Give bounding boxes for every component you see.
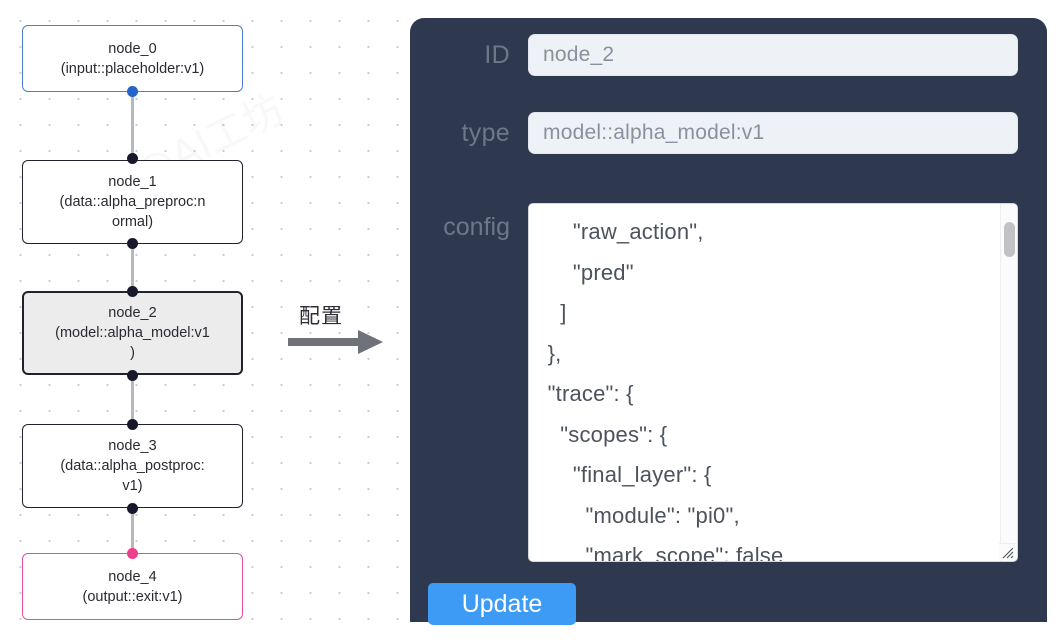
config-label: config bbox=[443, 213, 510, 241]
resize-grip-icon[interactable] bbox=[999, 543, 1016, 560]
field-row-config: config "raw_action", "pred" ] }, "trace"… bbox=[410, 203, 1047, 562]
graph-node-node_2[interactable]: node_2 (model::alpha_model:v1 ) bbox=[22, 291, 243, 375]
edge-node2-node3 bbox=[131, 374, 134, 422]
edge-node0-node1 bbox=[131, 90, 134, 160]
transition-label: 配置 bbox=[299, 304, 343, 328]
node-subtitle-cont: ormal) bbox=[111, 214, 154, 230]
config-textarea-content[interactable]: "raw_action", "pred" ] }, "trace": { "sc… bbox=[547, 219, 784, 561]
config-scrollbar[interactable] bbox=[1000, 204, 1017, 561]
node-subtitle-cont: v1) bbox=[122, 478, 143, 494]
node-subtitle: (input::placeholder:v1) bbox=[60, 60, 205, 77]
update-button[interactable]: Update bbox=[428, 583, 576, 625]
config-textarea[interactable]: "raw_action", "pred" ] }, "trace": { "sc… bbox=[528, 203, 1018, 562]
port-node_2-out[interactable] bbox=[127, 370, 138, 381]
graph-node-node_1[interactable]: node_1 (data::alpha_preproc:n ormal) bbox=[22, 160, 243, 244]
node-subtitle: (data::alpha_postproc: bbox=[60, 458, 205, 474]
field-row-type: type model::alpha_model:v1 bbox=[410, 112, 1047, 154]
port-node_0-out[interactable] bbox=[127, 86, 138, 97]
node-config-panel: ID node_2 type model::alpha_model:v1 con… bbox=[410, 18, 1047, 622]
node-title: node_1 bbox=[108, 174, 157, 190]
edge-node1-node2 bbox=[131, 243, 134, 291]
node-title: node_4 bbox=[108, 568, 157, 585]
node-graph: node_0 (input::placeholder:v1) node_1 (d… bbox=[0, 0, 400, 643]
node-subtitle-cont: ) bbox=[130, 345, 135, 361]
node-subtitle: (model::alpha_model:v1 bbox=[55, 325, 210, 341]
field-row-id: ID node_2 bbox=[410, 34, 1047, 76]
port-node_3-out[interactable] bbox=[127, 503, 138, 514]
graph-node-node_4[interactable]: node_4 (output::exit:v1) bbox=[22, 553, 243, 620]
type-input[interactable]: model::alpha_model:v1 bbox=[528, 112, 1018, 154]
node-subtitle: (data::alpha_preproc:n bbox=[59, 194, 206, 210]
port-node_4-in[interactable] bbox=[127, 548, 138, 559]
port-node_3-in[interactable] bbox=[127, 419, 138, 430]
id-input[interactable]: node_2 bbox=[528, 34, 1018, 76]
port-node_1-in[interactable] bbox=[127, 153, 138, 164]
config-scrollbar-thumb[interactable] bbox=[1004, 222, 1015, 257]
node-subtitle: (output::exit:v1) bbox=[82, 588, 183, 605]
graph-node-node_3[interactable]: node_3 (data::alpha_postproc: v1) bbox=[22, 424, 243, 508]
edge-node3-node4 bbox=[131, 508, 134, 550]
type-label: type bbox=[461, 118, 510, 147]
id-label: ID bbox=[484, 40, 510, 69]
node-title: node_0 bbox=[108, 40, 157, 57]
node-title: node_2 bbox=[108, 305, 157, 321]
node-title: node_3 bbox=[108, 438, 157, 454]
port-node_2-in[interactable] bbox=[127, 286, 138, 297]
port-node_1-out[interactable] bbox=[127, 238, 138, 249]
right-arrow-icon bbox=[288, 330, 383, 354]
graph-node-node_0[interactable]: node_0 (input::placeholder:v1) bbox=[22, 25, 243, 92]
